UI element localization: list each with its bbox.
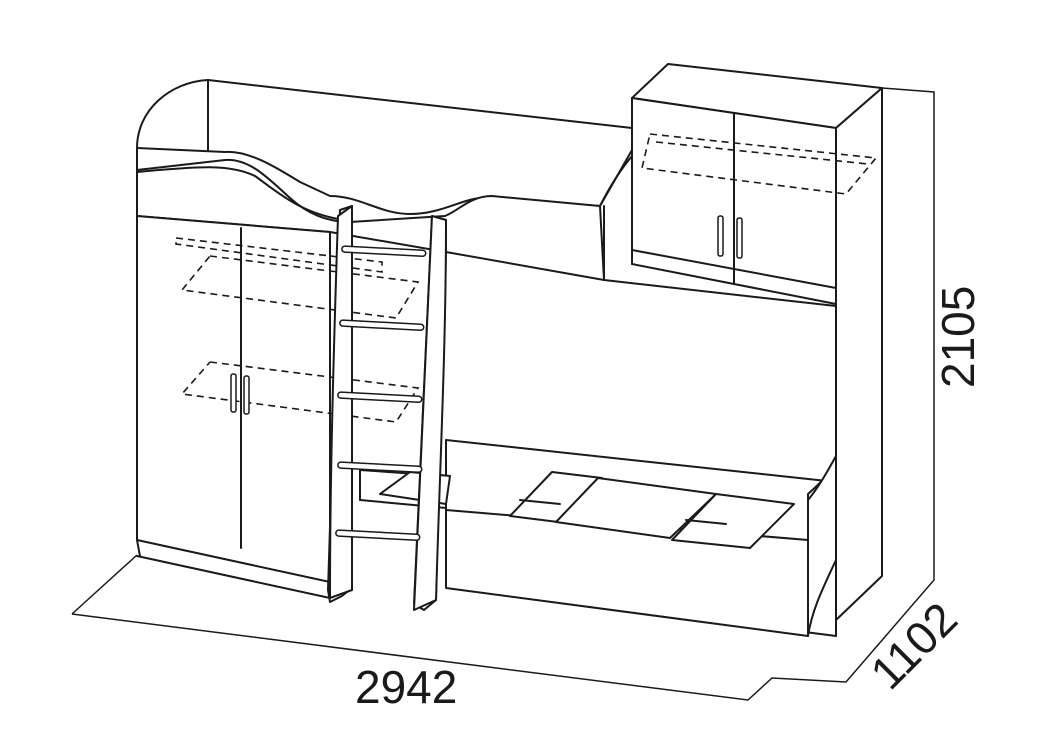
depth-dimension-label: 1102: [860, 592, 967, 699]
left-wardrobe-hidden-shelves: [175, 237, 420, 423]
right-wardrobe: [603, 63, 883, 621]
upper-door-handle-right: [736, 217, 743, 259]
upper-cabinet-handles: [717, 215, 743, 259]
ladder: [327, 205, 447, 611]
ladder-rung-3: [337, 391, 423, 403]
floor-footprint-outline: [71, 87, 935, 701]
lower-door-handle-right: [243, 375, 250, 415]
ladder-rungs: [335, 245, 427, 541]
ladder-rung-5: [335, 529, 421, 541]
ladder-rung-1: [341, 245, 427, 257]
upper-bunk: [136, 79, 633, 281]
left-wardrobe-handles: [230, 373, 250, 415]
ladder-rung-4: [337, 461, 423, 473]
lower-door-handle-left: [230, 373, 237, 413]
height-dimension-label: 2105: [932, 286, 984, 388]
upper-door-handle-left: [717, 215, 724, 257]
lower-bed-slat-3: [671, 493, 795, 549]
width-dimension-label: 2942: [355, 661, 457, 713]
ladder-rung-2: [339, 319, 425, 331]
